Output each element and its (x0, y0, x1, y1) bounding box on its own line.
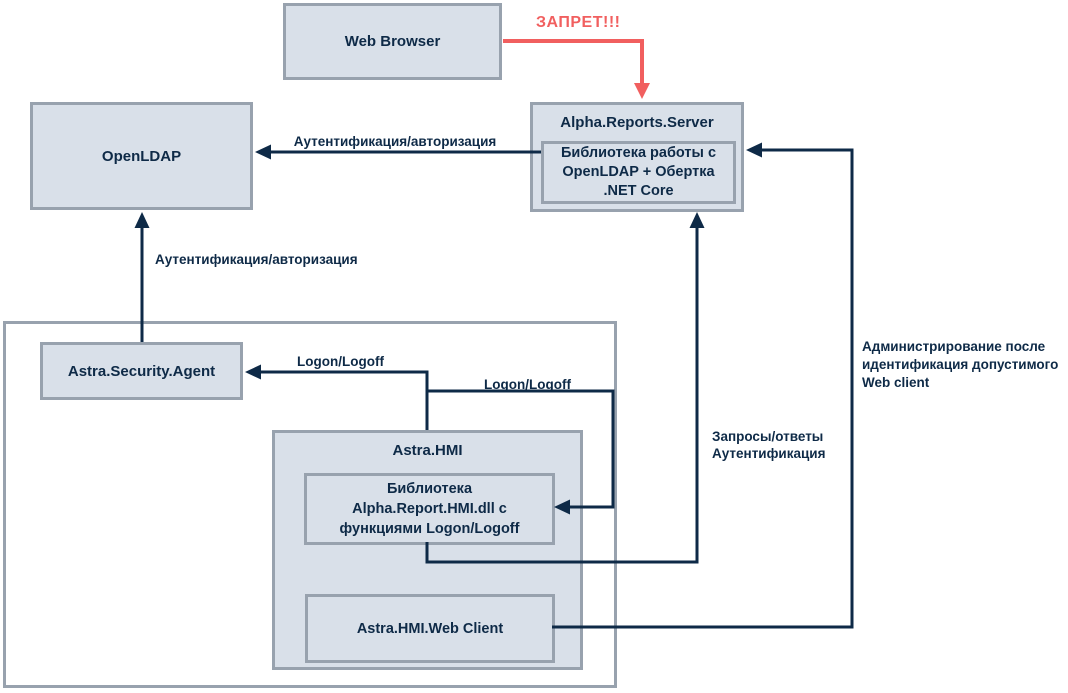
edge-label-webclient-server-admin: Администрирование после идентификация до… (862, 339, 1059, 390)
edge-label-agent-ldap-auth: Аутентификация/авторизация (155, 252, 358, 267)
node-web-client-label: Astra.HMI.Web Client (356, 620, 504, 637)
node-web-browser: Web Browser (283, 3, 502, 80)
node-openldap: OpenLDAP (30, 102, 253, 210)
node-astra-hmi-title: Astra.HMI (392, 442, 463, 459)
node-hmi-library: Библиотека Alpha.Report.HMI.dll с функци… (304, 473, 555, 545)
edge-label-hmi-library-logon: Logon/Logoff (484, 377, 571, 392)
edge-label-library-server-requests: Запросы/ответы Аутентификация (712, 429, 826, 461)
node-openldap-library: Библиотека работы с OpenLDAP + Обертка .… (541, 141, 736, 204)
node-astra-security-agent: Astra.Security.Agent (40, 342, 243, 400)
node-web-client: Astra.HMI.Web Client (305, 594, 555, 663)
node-alpha-reports-server: Alpha.Reports.Server Библиотека работы с… (530, 102, 744, 212)
node-web-browser-label: Web Browser (344, 33, 441, 50)
edge-label-hmi-agent-logon: Logon/Logoff (297, 354, 384, 369)
node-openldap-library-label: Библиотека работы с OpenLDAP + Обертка .… (560, 145, 717, 199)
node-astra-hmi: Astra.HMI Библиотека Alpha.Report.HMI.dl… (272, 430, 583, 670)
edge-browser-server-forbidden (503, 39, 650, 99)
edge-label-server-ldap-auth: Аутентификация/авторизация (293, 134, 497, 149)
node-openldap-label: OpenLDAP (101, 147, 182, 165)
node-alpha-reports-server-title: Alpha.Reports.Server (560, 114, 714, 131)
edge-label-forbidden: ЗАПРЕТ!!! (536, 14, 621, 31)
node-hmi-library-label: Библиотека Alpha.Report.HMI.dll с функци… (339, 481, 520, 537)
node-astra-security-agent-label: Astra.Security.Agent (67, 362, 216, 380)
